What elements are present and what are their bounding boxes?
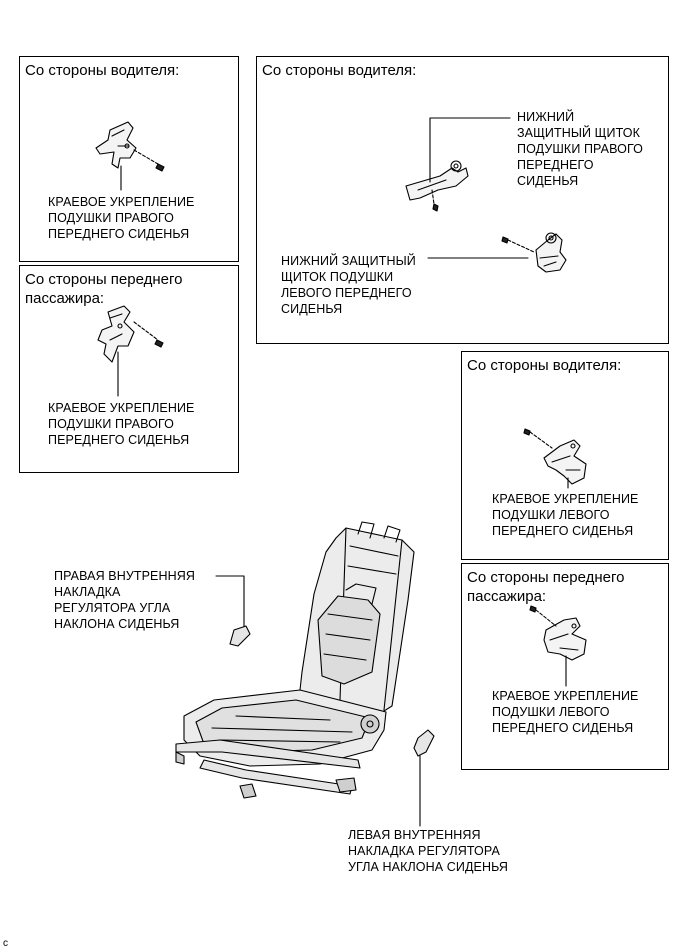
left-lower-shield-part xyxy=(427,232,567,273)
panel-title: Со стороны водителя: xyxy=(262,62,417,79)
left-edge-reinforcement-label: КРАЕВОЕ УКРЕПЛЕНИЕ ПОДУШКИ ЛЕВОГО ПЕРЕДН… xyxy=(492,492,639,538)
panel-passenger-left-edge: Со стороны переднего пассажира: КРАЕВОЕ … xyxy=(461,563,669,770)
panel-title: Со стороны переднего пассажира: xyxy=(467,569,625,605)
left-edge-reinforcement-part xyxy=(523,428,587,489)
right-lower-shield-label: НИЖНИЙ ЗАЩИТНЫЙ ЩИТОК ПОДУШКИ ПРАВОГО ПЕ… xyxy=(517,110,643,188)
left-edge-reinforcement-part xyxy=(529,605,587,687)
right-edge-reinforcement-label: КРАЕВОЕ УКРЕПЛЕНИЕ ПОДУШКИ ПРАВОГО ПЕРЕД… xyxy=(48,401,195,447)
panel-title: Со стороны водителя: xyxy=(25,62,180,79)
right-edge-reinforcement-part xyxy=(97,305,164,397)
right-recliner-cover-label: ПРАВАЯ ВНУТРЕННЯЯ НАКЛАДКА РЕГУЛЯТОРА УГ… xyxy=(54,569,196,631)
panel-driver-right-edge: Со стороны водителя: КРАЕВОЕ УКРЕПЛЕНИЕ … xyxy=(19,56,239,262)
seat-frame xyxy=(175,521,415,799)
corner-mark: c xyxy=(3,938,8,949)
panel-title: Со стороны переднего пассажира: xyxy=(25,271,183,307)
right-edge-reinforcement-label: КРАЕВОЕ УКРЕПЛЕНИЕ ПОДУШКИ ПРАВОГО ПЕРЕД… xyxy=(48,195,195,241)
panel-title: Со стороны водителя: xyxy=(467,357,622,374)
left-lower-shield-label: НИЖНИЙ ЗАЩИТНЫЙ ЩИТОК ПОДУШКИ ЛЕВОГО ПЕР… xyxy=(281,254,416,316)
right-lower-shield-part xyxy=(405,117,511,212)
left-edge-reinforcement-label: КРАЕВОЕ УКРЕПЛЕНИЕ ПОДУШКИ ЛЕВОГО ПЕРЕДН… xyxy=(492,689,639,735)
left-recliner-cover-label: ЛЕВАЯ ВНУТРЕННЯЯ НАКЛАДКА РЕГУЛЯТОРА УГЛ… xyxy=(348,828,508,874)
panel-driver-lower-shields: Со стороны водителя: НИЖНИЙ ЗАЩИТНЫЙ ЩИТ… xyxy=(256,56,669,344)
right-edge-reinforcement-part xyxy=(95,121,165,191)
left-recliner-cover-part xyxy=(413,729,435,827)
panel-passenger-right-edge: Со стороны переднего пассажира: КРАЕВОЕ … xyxy=(19,265,239,473)
right-recliner-cover-part xyxy=(215,575,251,647)
